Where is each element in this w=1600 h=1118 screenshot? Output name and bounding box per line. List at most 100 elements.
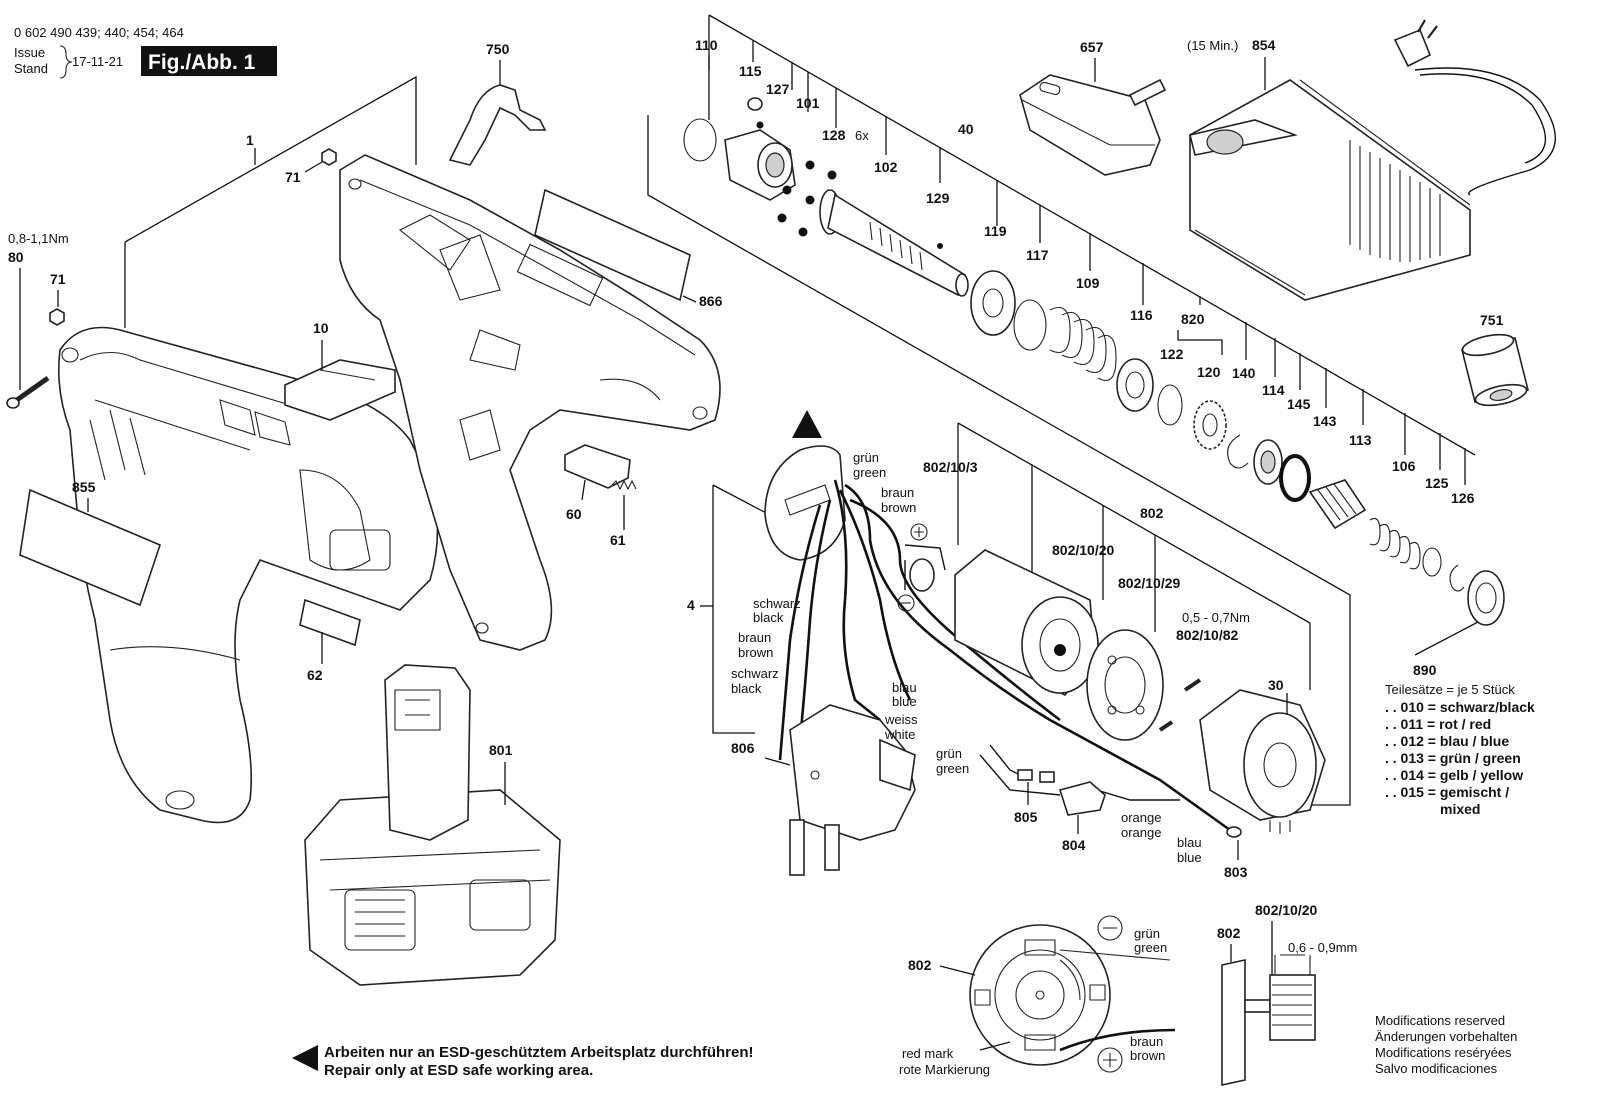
label-802-detail: 802 (908, 957, 932, 973)
svg-text:grün: grün (936, 746, 962, 761)
svg-text:green: green (853, 465, 886, 480)
svg-text:grün: grün (1134, 926, 1160, 941)
label-803: 803 (1224, 864, 1248, 880)
modifications-notice: Modifications reserved Änderungen vorbeh… (1375, 1013, 1517, 1076)
svg-text:black: black (731, 681, 762, 696)
cam-116 (1116, 358, 1154, 412)
gear-train-row: 40 110 115 127 101 1 (647, 14, 1505, 806)
label-805: 805 (1014, 809, 1038, 825)
label-802-10-82: 802/10/82 (1176, 627, 1238, 643)
label-62: 62 (307, 667, 323, 683)
spindle-102 (819, 189, 969, 297)
label-113: 113 (1349, 432, 1372, 448)
label-110: 110 (695, 37, 718, 53)
svg-text:grün: grün (853, 450, 879, 465)
label-71-left: 71 (50, 271, 66, 287)
screw-80 (6, 375, 50, 409)
label-126: 126 (1451, 490, 1475, 506)
figure-label: Fig./Abb. 1 (148, 51, 256, 74)
label-806: 806 (731, 740, 755, 756)
detail-brush-gap (1221, 954, 1316, 1086)
set-item-015: . . 015 = gemischt / (1385, 784, 1509, 800)
o-ring-110 (683, 118, 717, 162)
o-ring-145 (1279, 454, 1311, 502)
set-item-015-cont: mixed (1440, 801, 1480, 817)
label-71-top: 71 (285, 169, 301, 185)
esd-line-1: Arbeiten nur an ESD-geschütztem Arbeitsp… (324, 1044, 754, 1061)
svg-text:schwarz: schwarz (753, 596, 801, 611)
label-802-10-20-side: 802/10/20 (1255, 902, 1317, 918)
label-114: 114 (1262, 382, 1285, 398)
svg-text:orange: orange (1121, 825, 1161, 840)
svg-text:braun: braun (738, 630, 771, 645)
set-item-013: . . 013 = grün / green (1385, 750, 1521, 766)
brush-plate-802-10-29 (1086, 629, 1164, 741)
label-106: 106 (1392, 458, 1416, 474)
clip-750 (448, 84, 547, 166)
red-mark-en: red mark (902, 1046, 954, 1061)
red-mark-de: rote Markierung (899, 1062, 990, 1077)
gear-120 (1193, 400, 1227, 450)
motor-802 (909, 549, 1099, 696)
bearing-114 (1253, 439, 1283, 485)
label-117: 117 (1026, 247, 1049, 263)
svg-text:brown: brown (1130, 1048, 1165, 1063)
label-116: 116 (1130, 307, 1153, 323)
charge-time: (15 Min.) (1187, 38, 1238, 53)
label-102: 102 (874, 159, 898, 175)
stand-label: Stand (14, 61, 48, 76)
label-120: 120 (1197, 364, 1221, 380)
minus-icon (897, 594, 915, 612)
label-804: 804 (1062, 837, 1086, 853)
wire-labels: grün green braun brown schwarz black bra… (731, 450, 1202, 865)
header-block: 0 602 490 439; 440; 454; 464 Issue Stand… (14, 25, 277, 79)
esd-line-2: Repair only at ESD safe working area. (324, 1062, 593, 1079)
sleeve-751 (1461, 333, 1529, 407)
label-128: 128 (822, 127, 846, 143)
svg-text:braun: braun (881, 485, 914, 500)
label-802-10-29: 802/10/29 (1118, 575, 1180, 591)
label-sheet-866 (534, 188, 691, 302)
label-802-10-20: 802/10/20 (1052, 542, 1114, 558)
svg-text:black: black (753, 610, 784, 625)
nut-71-left (49, 308, 65, 326)
set-item-012: . . 012 = blau / blue (1385, 733, 1509, 749)
svg-text:weiss: weiss (884, 712, 918, 727)
svg-text:green: green (1134, 940, 1167, 955)
label-657: 657 (1080, 39, 1104, 55)
svg-text:blau: blau (1177, 835, 1202, 850)
cable-disc (764, 445, 846, 561)
spring-109 (1049, 306, 1117, 382)
svg-text:green: green (936, 761, 969, 776)
label-140: 140 (1232, 365, 1256, 381)
svg-text:blue: blue (892, 694, 917, 709)
issue-date: 17-11-21 (72, 54, 123, 69)
sets-title: Teilesätze = je 5 Stück (1385, 682, 1515, 697)
issue-label: Issue (14, 45, 45, 60)
label-119: 119 (984, 223, 1007, 239)
torque-motor: 0,5 - 0,7Nm (1182, 610, 1250, 625)
balls-128 (777, 160, 837, 237)
svg-text:Änderungen vorbehalten: Änderungen vorbehalten (1375, 1029, 1517, 1044)
bracket-1 (124, 75, 417, 328)
cap-62 (299, 598, 361, 647)
button-60 (564, 444, 631, 489)
minus-icon-detail (1097, 915, 1123, 941)
label-80: 80 (8, 249, 24, 265)
svg-text:brown: brown (738, 645, 773, 660)
svg-text:Modifications reserved: Modifications reserved (1375, 1013, 1505, 1028)
svg-text:blue: blue (1177, 850, 1202, 865)
svg-text:white: white (884, 727, 915, 742)
cap-890 (1467, 570, 1505, 626)
label-802-side: 802 (1217, 925, 1241, 941)
washer-122 (1157, 384, 1183, 426)
label-115: 115 (739, 63, 762, 79)
label-127: 127 (766, 81, 790, 97)
circlip-126 (1449, 564, 1465, 592)
figure-label-box (141, 46, 277, 76)
key-657 (1019, 74, 1167, 176)
label-143: 143 (1313, 413, 1337, 429)
arrow-left-icon (292, 1045, 318, 1071)
spring-106 (1369, 517, 1421, 570)
